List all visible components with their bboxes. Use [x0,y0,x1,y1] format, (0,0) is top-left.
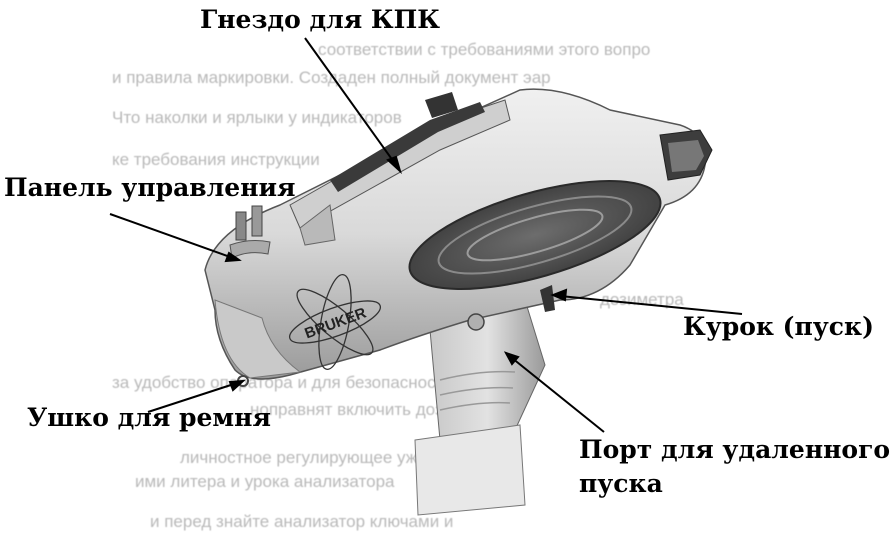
trigger-button [540,285,555,312]
label-trigger: Курок (пуск) [683,312,874,341]
control-panel [229,205,271,259]
pda-slot [289,92,511,246]
background-text-line: Что наколки и ярлыки у индикаторов [112,108,402,127]
remote-port-leader [511,357,605,433]
trigger-leader [559,295,743,315]
arrowhead-icon [228,379,246,392]
background-text-line: за удобство оператора и для безопасности… [112,373,494,392]
pda-slot-leader [304,37,397,166]
background-text-line: и перед знайте анализатор ключами и [150,512,454,531]
arrowhead-icon [503,351,520,366]
arrowhead-icon [550,288,568,302]
background-text-line: личностное регулирующее ужас о [180,448,450,467]
background-text-line: ноправнят включить дозиметр. [250,400,495,419]
device-body [204,88,713,380]
handle-grip [414,299,546,516]
arrowhead-icon [224,251,242,263]
background-text-line: ке требования инструкции [112,150,320,169]
label-strap-eyelet: Ушко для ремня [27,403,271,432]
remote-port [467,313,485,331]
label-pda-slot: Гнездо для КПК [200,5,441,34]
strap-eyelet-leader [147,382,238,413]
label-remote-port-line2: пуска [579,469,663,498]
control-panel-leader [109,213,234,259]
label-remote-port-line1: Порт для удаленного [579,435,890,464]
background-text-line: и правила маркировки. Создаден полный до… [112,68,551,87]
background-text-line: ими литера и урока анализатора [135,472,395,491]
background-text-line: соответствии с требованиями этого вопро [318,40,651,59]
arrowhead-icon [386,155,402,175]
leader-lines [109,37,743,433]
label-control-panel: Панель управления [4,173,296,202]
background-text-line: дозиметра [600,290,684,309]
